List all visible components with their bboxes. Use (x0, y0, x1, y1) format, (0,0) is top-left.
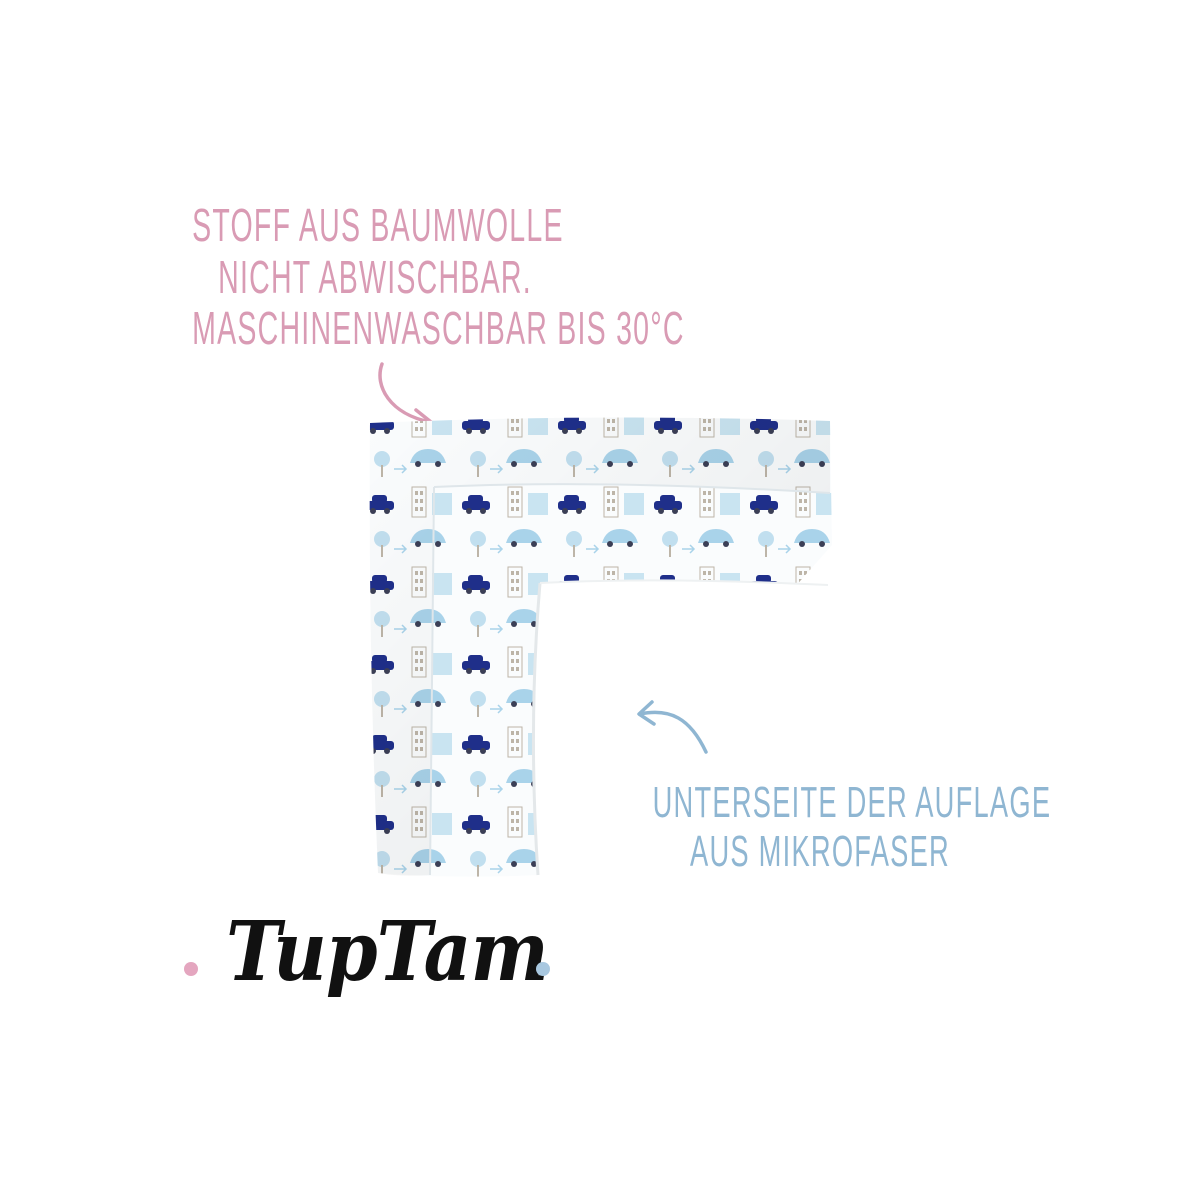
microfiber-annotation-line-2: AUS MIKROFASER (690, 827, 950, 877)
brand-wordmark: TupTam (226, 904, 549, 1000)
fabric-annotation-line-1: STOFF AUS BAUMWOLLE (192, 199, 564, 251)
fabric-annotation-line-3: MASCHINENWASCHBAR BIS 30°C (192, 302, 685, 355)
changing-mat (360, 405, 840, 885)
microfiber-annotation: UNTERSEITE DER AUFLAGE AUS MIKROFASER (652, 778, 1052, 877)
brand-dot-right (536, 962, 550, 976)
changing-mat-illustration (369, 417, 832, 877)
brand-logo: TupTam (170, 900, 590, 1010)
fabric-annotation: STOFF AUS BAUMWOLLE NICHT ABWISCHBAR. MA… (192, 199, 685, 355)
brand-dot-left (184, 962, 198, 976)
microfiber-annotation-line-1: UNTERSEITE DER AUFLAGE (652, 778, 1052, 827)
curved-arrow-left-icon (637, 700, 708, 754)
fabric-annotation-line-2: NICHT ABWISCHBAR. (218, 250, 532, 303)
